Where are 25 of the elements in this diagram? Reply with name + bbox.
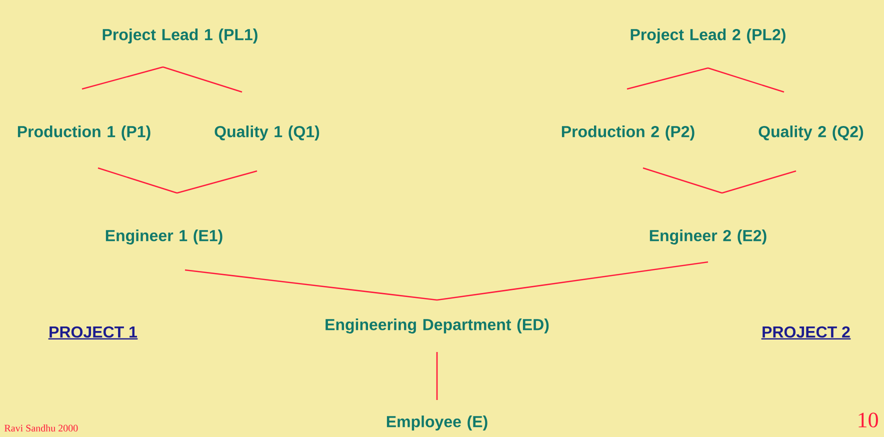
project-heading: PROJECT 1: [48, 326, 138, 340]
connector-line: [176, 170, 258, 194]
role-label: Production 1 (P1): [18, 126, 150, 140]
connector-line: [98, 167, 178, 194]
role-label: Project Lead 2 (PL2): [630, 28, 786, 44]
role-label: Engineer 1 (E1): [106, 230, 222, 244]
role-label: Production 2 (P2): [562, 126, 694, 140]
page-number: 10: [858, 412, 878, 428]
connector-line: [642, 167, 722, 194]
connector-line: [436, 261, 708, 301]
role-label: Project Lead 1 (PL1): [102, 28, 258, 44]
connector-line: [82, 66, 164, 90]
connector-line: [436, 352, 438, 400]
role-label: Employee (E): [386, 416, 488, 430]
role-label: Engineering Department (ED): [326, 318, 549, 334]
connector-line: [162, 66, 242, 93]
connector-line: [626, 67, 708, 90]
role-label: Engineer 2 (E2): [650, 230, 766, 244]
connector-line: [708, 67, 784, 93]
role-label: Quality 1 (Q1): [214, 126, 320, 140]
connector-line: [722, 170, 796, 194]
project-heading: PROJECT 2: [761, 326, 851, 340]
author-credit: Ravi Sandhu 2000: [4, 424, 78, 432]
role-label: Quality 2 (Q2): [758, 126, 864, 140]
connector-line: [184, 269, 438, 301]
